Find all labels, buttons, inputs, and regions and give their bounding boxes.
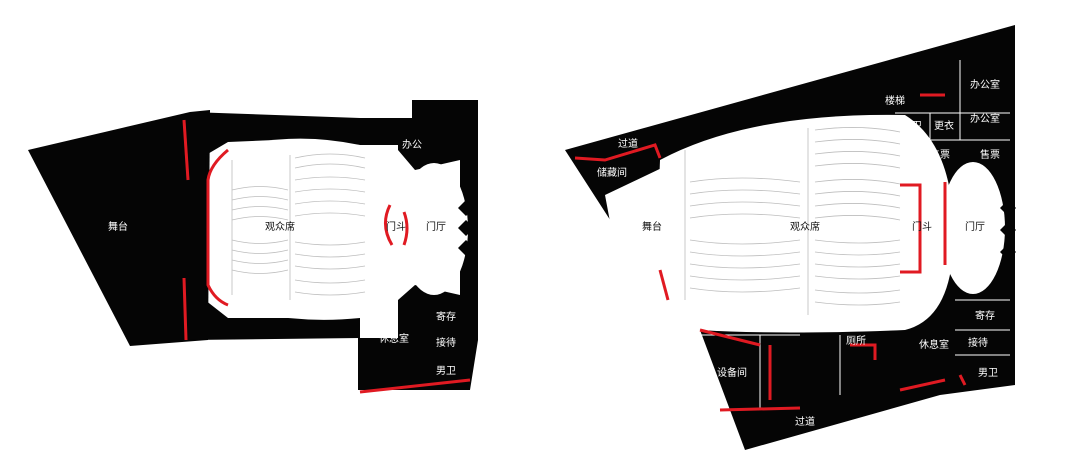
right-changing-label: 更衣 (934, 121, 954, 132)
right-storeroom-label: 储藏间 (597, 168, 627, 179)
right-lounge-label: 休息室 (919, 340, 949, 351)
left-seating-rows (231, 153, 366, 300)
left-audience-label: 观众席 (265, 222, 295, 233)
right-seating-rows (684, 127, 901, 315)
right-womens-wc-label: 女卫 (902, 121, 922, 132)
right-stairs-label: 楼梯 (885, 96, 905, 107)
right-foyer-oval (941, 162, 1005, 294)
right-mens-wc-label: 男卫 (978, 368, 998, 379)
right-office-right-label: 办公室 (970, 114, 1000, 125)
left-red-accents (182, 119, 471, 394)
left-annex-walls (358, 100, 478, 390)
right-stage-label: 舞台 (642, 222, 662, 233)
left-stage-block (28, 110, 210, 346)
left-storage-label: 寄存 (436, 312, 456, 323)
right-reception-label: 接待 (968, 338, 988, 349)
right-corridor-bottom-label: 过道 (795, 417, 815, 428)
right-red-accents (574, 93, 967, 412)
right-corridor-top-label: 过道 (618, 139, 638, 150)
left-floor-plan (28, 100, 478, 394)
right-office-top-label: 办公室 (970, 80, 1000, 91)
left-mens-wc-label: 男卫 (436, 366, 456, 377)
left-foyer-label: 门厅 (426, 222, 446, 233)
left-stage-label: 舞台 (108, 222, 128, 233)
right-audience-label: 观众席 (790, 222, 820, 233)
right-room-lines (700, 60, 1010, 410)
left-sound-lock-label: 门斗 (386, 222, 406, 233)
right-entrance-doors (1000, 200, 1016, 260)
left-entrance-doors (458, 200, 474, 256)
right-storage-label: 寄存 (975, 311, 995, 322)
right-foyer-label: 门厅 (965, 222, 985, 233)
right-equipment-label: 设备间 (717, 368, 747, 379)
right-floor-plan (565, 25, 1016, 450)
left-lounge-label: 休息室 (379, 334, 409, 345)
right-sound-lock-label: 门斗 (912, 222, 932, 233)
left-office-label: 办公 (402, 140, 422, 151)
left-foyer-oval (400, 163, 468, 295)
right-ticket-1-label: 售票 (930, 150, 950, 161)
right-ticket-2-label: 售票 (980, 150, 1000, 161)
right-stage-floor (605, 165, 668, 300)
left-reception-label: 接待 (436, 338, 456, 349)
left-hall-walls (190, 112, 360, 340)
right-toilet-label: 厕所 (846, 336, 866, 347)
left-seating-floor (222, 138, 395, 320)
